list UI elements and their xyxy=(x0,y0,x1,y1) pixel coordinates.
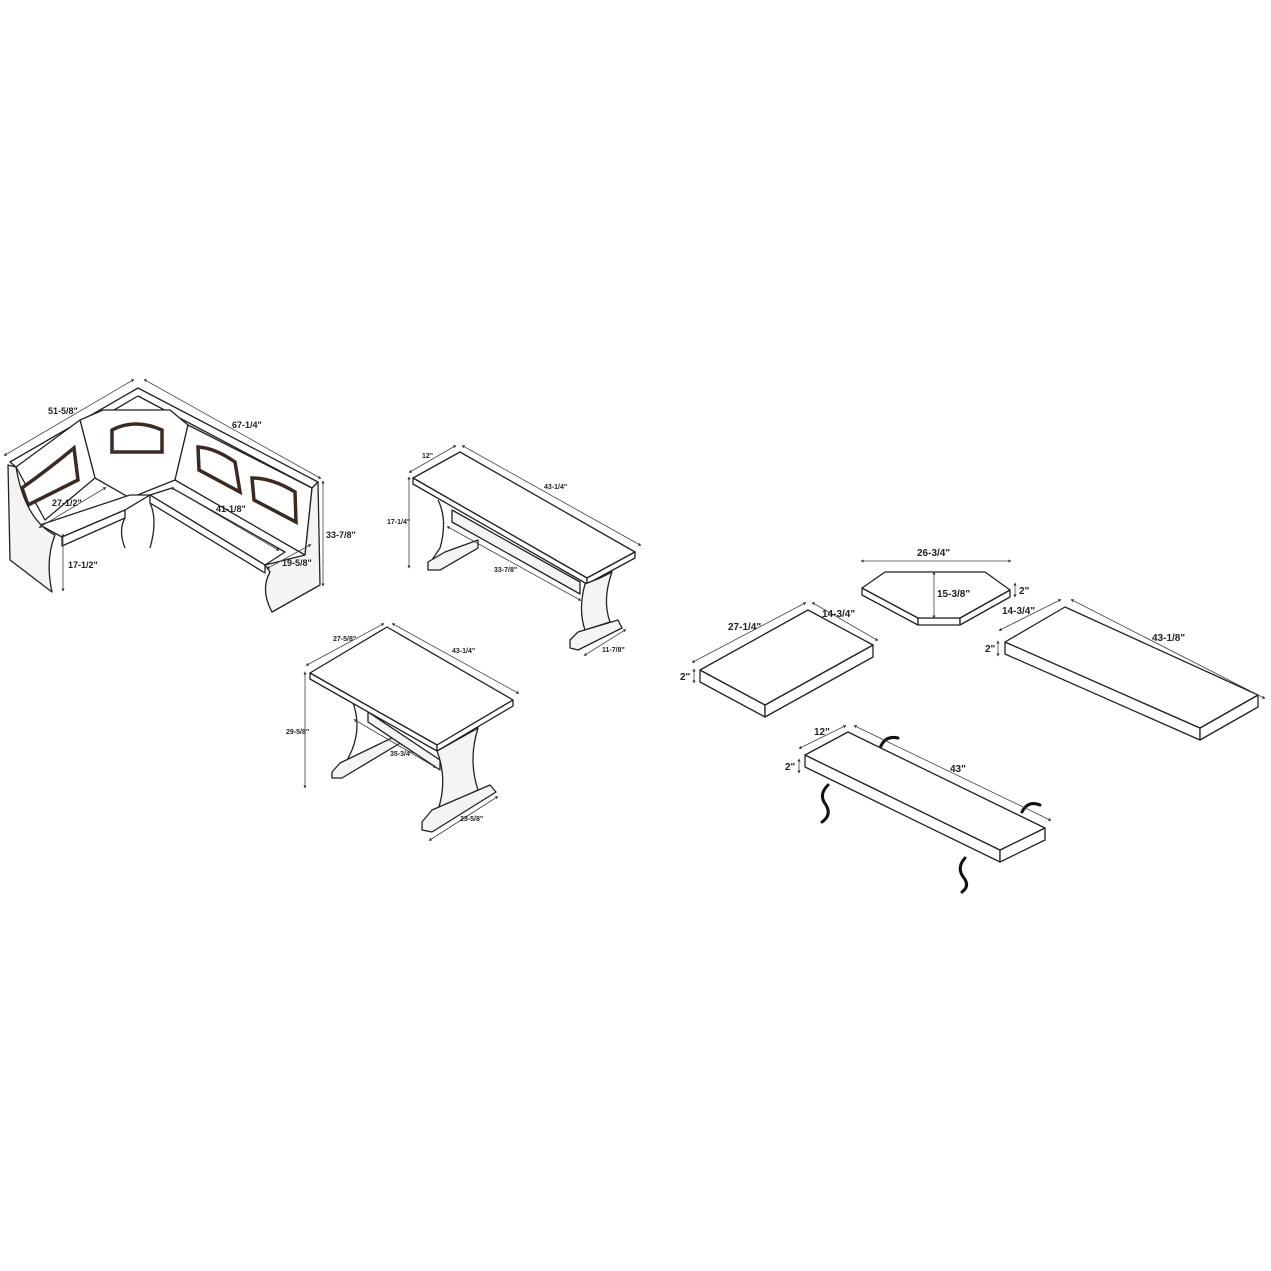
dim-bench-length: 43-1/4" xyxy=(544,484,567,491)
dim-line xyxy=(38,487,107,528)
bench-cushion-top xyxy=(804,731,1046,851)
left-back-panel xyxy=(19,444,80,508)
dim-line xyxy=(143,379,322,479)
corner-cushion: 26-3/4" 15-3/8" 2" xyxy=(860,548,1030,626)
dim-line xyxy=(811,602,879,641)
dim-bench-cushion-length: 43" xyxy=(950,764,966,775)
dim-right-length: 67-1/4" xyxy=(232,420,262,430)
bench-top-side xyxy=(586,551,636,585)
dim-bench-cushion-thickness: 2" xyxy=(785,762,796,773)
cushion-tie xyxy=(820,783,830,824)
dim-table-depth: 27-5/8" xyxy=(333,636,356,643)
dim-line xyxy=(353,719,437,768)
dim-bench-foot: 11-7/8" xyxy=(602,647,625,654)
dim-line xyxy=(305,623,385,666)
dim-line xyxy=(428,796,499,841)
dim-line xyxy=(798,725,847,749)
dim-left-cushion-depth: 14-3/4" xyxy=(822,609,855,620)
dim-table-stretcher: 35-3/4" xyxy=(390,751,413,758)
left-center-leg xyxy=(120,517,126,549)
right-cushion: 14-3/4" 43-1/8" 2" xyxy=(985,599,1266,741)
dim-bench-depth: 12" xyxy=(422,453,433,460)
right-end-panel xyxy=(264,481,321,613)
dim-bench-stretcher: 33-7/8" xyxy=(494,567,517,574)
dim-left-cushion-thickness: 2" xyxy=(680,672,691,683)
left-end-panel xyxy=(7,464,56,593)
corner-back-panel xyxy=(110,422,164,454)
table-top-side xyxy=(436,699,514,752)
dim-right-seat: 41-1/8" xyxy=(216,504,246,514)
dim-corner-thickness: 2" xyxy=(1019,586,1030,597)
left-cushion: 27-1/4" 14-3/4" 2" xyxy=(680,602,879,718)
dim-line xyxy=(583,629,627,656)
dim-right-cushion-length: 43-1/8" xyxy=(1152,633,1185,644)
dim-line xyxy=(3,379,135,456)
dim-corner-width: 26-3/4" xyxy=(917,548,950,559)
dim-right-cushion-depth: 14-3/4" xyxy=(1002,606,1035,617)
dim-line xyxy=(266,544,312,569)
dim-bench-height: 17-1/4" xyxy=(387,519,410,526)
dim-line xyxy=(408,445,457,473)
dim-line xyxy=(391,623,520,694)
corner-cushion-top xyxy=(861,571,1011,619)
dim-line xyxy=(170,487,280,551)
dim-line xyxy=(446,526,582,601)
bench: 12" 43-1/4" 17-1/4" 33-7/8" 11-7/8" xyxy=(387,445,642,656)
dim-right-cushion-thickness: 2" xyxy=(985,644,996,655)
dim-left-cushion-length: 27-1/4" xyxy=(728,622,761,633)
table-top xyxy=(309,626,514,746)
dim-height: 33-7/8" xyxy=(326,530,356,540)
dim-line xyxy=(461,445,642,546)
cushion-edge xyxy=(917,617,961,626)
dim-table-foot: 23-5/8" xyxy=(460,816,483,823)
dim-line xyxy=(691,602,807,663)
dim-bench-cushion-depth: 12" xyxy=(814,727,830,738)
dim-left-length: 51-5/8" xyxy=(48,406,78,416)
dim-depth: 19-5/8" xyxy=(282,558,312,568)
table: 27-5/8" 43-1/4" 29-5/8" 35-3/4" 23-5/8" xyxy=(286,623,520,841)
dim-left-seat: 27-1/2" xyxy=(52,498,82,508)
cushion-tie xyxy=(958,856,969,894)
dim-corner-depth: 15-3/8" xyxy=(937,589,970,600)
dim-table-length: 43-1/4" xyxy=(452,648,475,655)
dim-line xyxy=(853,725,1052,821)
bench-left-leg xyxy=(431,499,445,561)
bench-cushion: 12" 43" 2" xyxy=(785,725,1052,894)
dim-line xyxy=(1070,599,1266,699)
right-center-leg xyxy=(149,502,155,549)
corner-bench: 51-5/8" 67-1/4" 27-1/2" 41-1/8" 33-7/8" … xyxy=(3,379,356,613)
dim-line xyxy=(998,599,1062,631)
dim-table-height: 29-5/8" xyxy=(286,729,309,736)
dim-seat-height: 17-1/2" xyxy=(68,560,98,570)
